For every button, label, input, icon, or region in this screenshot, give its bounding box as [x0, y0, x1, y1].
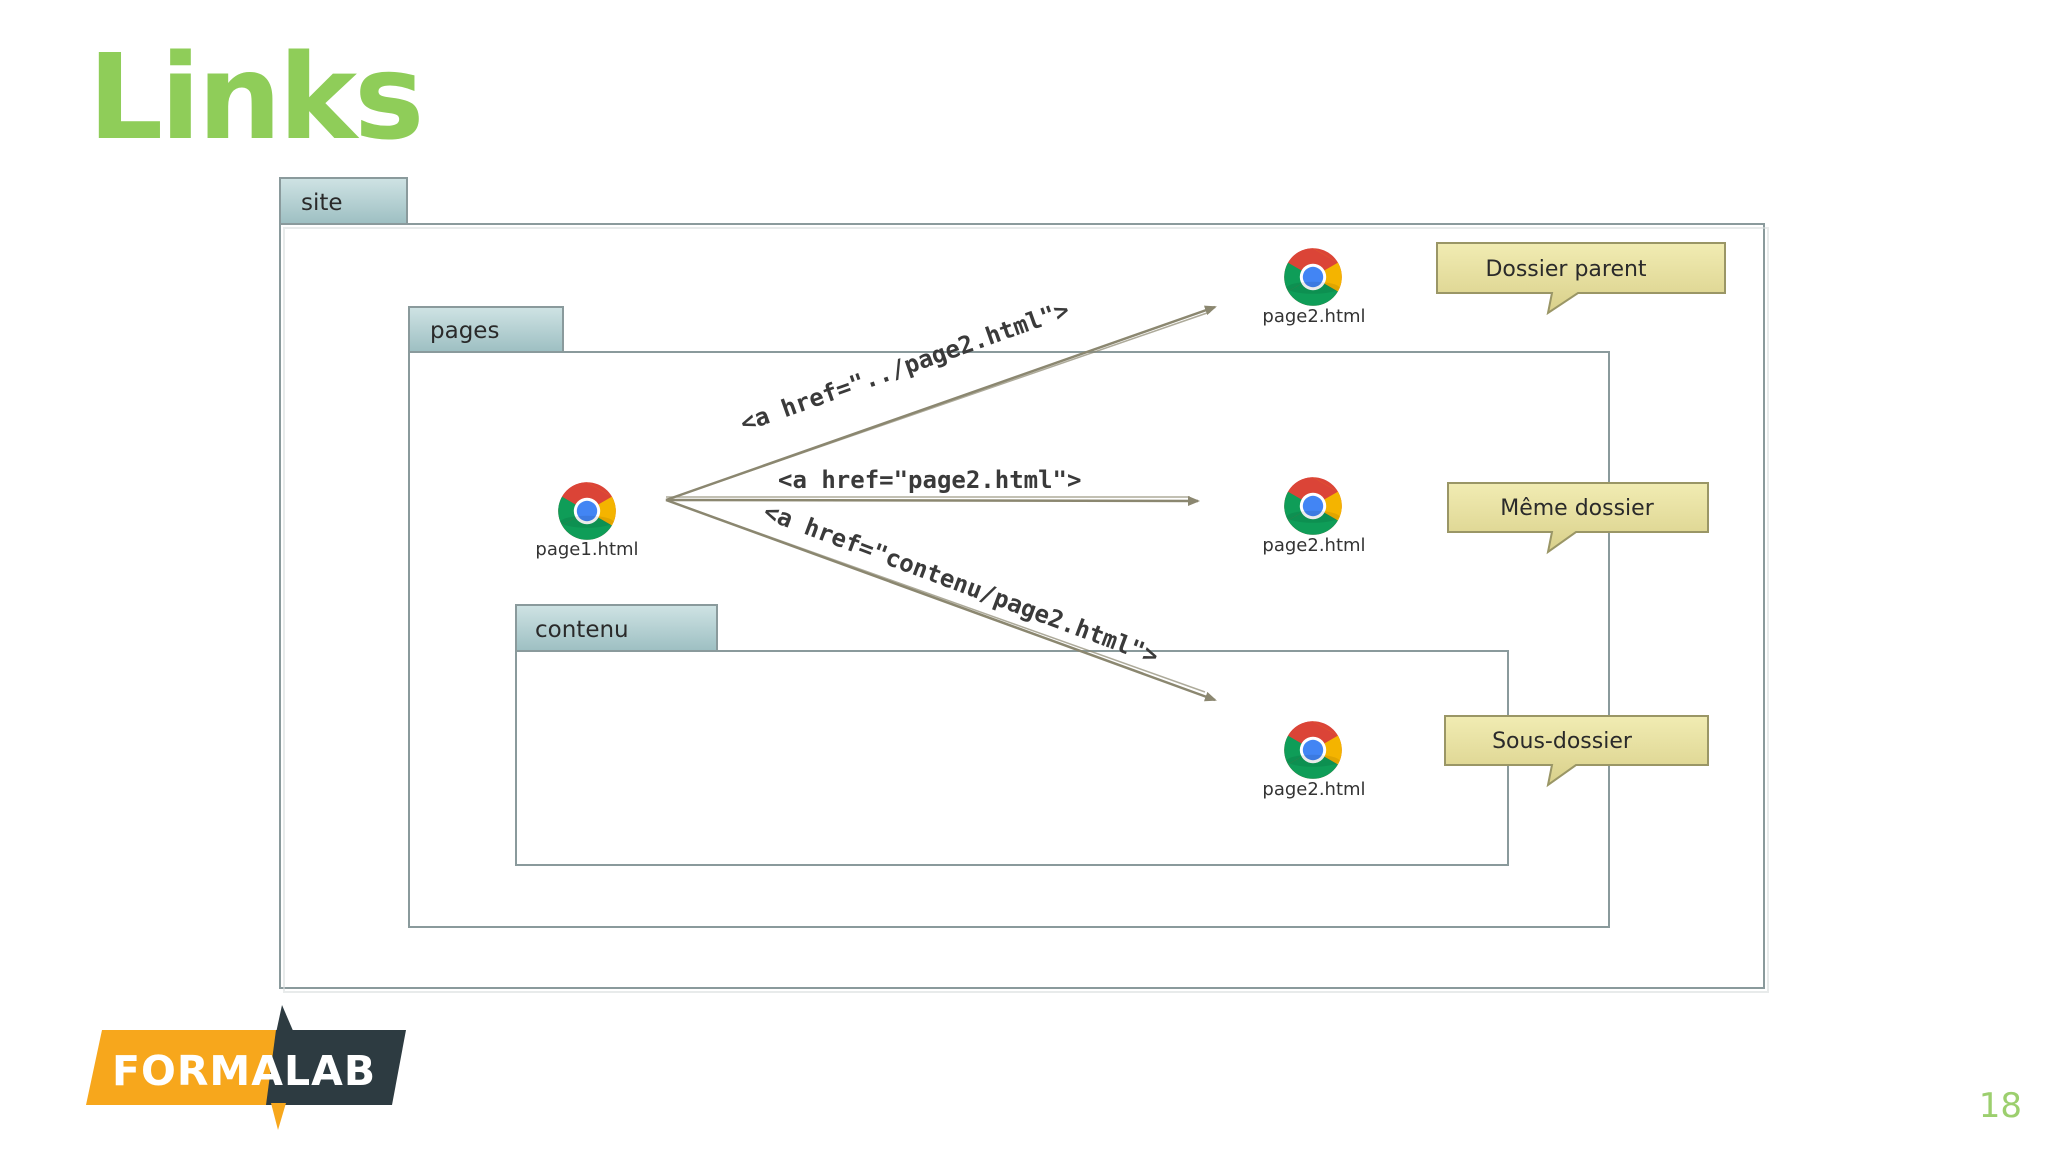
chrome-icon — [558, 482, 616, 540]
file-source: page1.html — [535, 482, 639, 560]
folder-label-pages: pages — [430, 318, 499, 344]
folder-label-contenu: contenu — [535, 617, 629, 643]
chrome-icon — [1284, 721, 1342, 779]
logo-text: FORMALAB — [112, 1047, 376, 1095]
file-label-target-parent: page2.html — [1262, 306, 1365, 327]
file-target-same: page2.html — [1262, 477, 1366, 556]
callout-label-parent: Dossier parent — [1485, 257, 1646, 282]
callout-sub: Sous-dossier — [1444, 715, 1709, 788]
chrome-icon — [1284, 477, 1342, 535]
callout-label-sub: Sous-dossier — [1492, 729, 1633, 754]
file-label-target-same: page2.html — [1262, 535, 1365, 556]
folder-label-site: site — [301, 190, 343, 216]
page-number: 18 — [1978, 1086, 2022, 1126]
file-target-parent: page2.html — [1262, 248, 1366, 327]
file-label-source: page1.html — [535, 539, 638, 560]
arrow-same — [665, 495, 1200, 506]
file-label-target-sub: page2.html — [1262, 779, 1365, 800]
callout-label-same: Même dossier — [1500, 496, 1654, 521]
formalab-logo: FORMALAB — [86, 1005, 406, 1130]
folder-contenu: contenu — [515, 604, 1509, 866]
callout-same: Même dossier — [1447, 482, 1709, 555]
file-target-sub: page2.html — [1262, 721, 1366, 800]
slide-title: Links — [88, 28, 424, 166]
chrome-icon — [1284, 248, 1342, 306]
link-label-same: <a href="page2.html"> — [778, 466, 1081, 494]
link-arrows — [665, 305, 1217, 702]
callout-parent: Dossier parent — [1436, 242, 1726, 316]
